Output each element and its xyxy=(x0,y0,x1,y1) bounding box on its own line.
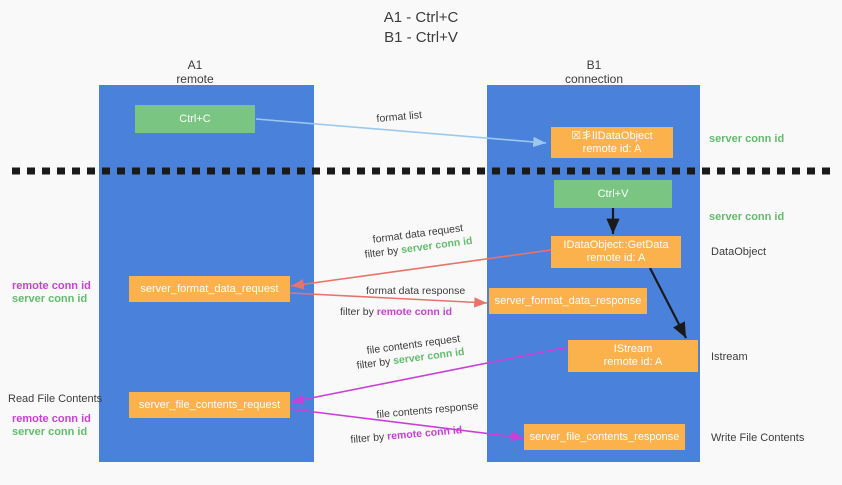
left-label-server-conn-id-1: server conn id xyxy=(12,293,88,305)
edge-label-format-data-response-filter-prefix: filter by xyxy=(340,306,377,318)
node-idataobject-getdata[interactable]: IDataObject::GetData remote id: A xyxy=(551,236,681,268)
left-label-read-file-contents: Read File Contents xyxy=(8,393,103,405)
node-server-format-data-request-label: server_format_data_request xyxy=(140,282,279,295)
edge-label-file-contents-response: file contents response xyxy=(376,400,479,422)
node-server-format-data-response[interactable]: server_format_data_response xyxy=(489,288,647,314)
edge-label-file-contents-response-text: file contents response xyxy=(376,400,479,421)
node-ctrl-c[interactable]: Ctrl+C xyxy=(135,105,255,133)
edge-label-file-contents-request-filter-prefix: filter by xyxy=(356,355,395,372)
node-server-file-contents-response-label: server_file_contents_response xyxy=(529,430,680,443)
edge-label-format-list: format list xyxy=(376,109,422,126)
node-ole-set-clipboard-line-2: remote id: A xyxy=(582,142,642,155)
right-label-dataobject: DataObject xyxy=(711,246,767,258)
node-server-file-contents-request[interactable]: server_file_contents_request xyxy=(129,392,290,418)
lane-header-b1-sub: connection xyxy=(564,72,624,86)
right-label-write-file-contents: Write File Contents xyxy=(711,432,805,444)
page-title-line-2: B1 - Ctrl+V xyxy=(384,29,458,46)
right-label-server-conn-id-1: server conn id xyxy=(709,133,785,145)
node-server-file-contents-response[interactable]: server_file_contents_response xyxy=(524,424,685,450)
right-label-server-conn-id-2: server conn id xyxy=(709,211,785,223)
node-istream[interactable]: IStream remote id: A xyxy=(568,340,698,372)
left-label-remote-conn-id-1: remote conn id xyxy=(12,280,91,292)
node-ctrl-v[interactable]: Ctrl+V xyxy=(554,180,672,208)
page-title-line-1: A1 - Ctrl+C xyxy=(383,9,459,26)
edge-label-file-contents-response-filter-prefix: filter by xyxy=(350,430,388,446)
lane-header-a1-sub: remote xyxy=(176,72,214,86)
edge-label-format-data-response-filter: filter by remote conn id xyxy=(340,306,452,319)
page-title: A1 - Ctrl+C B1 - Ctrl+V xyxy=(0,8,842,48)
edge-label-file-contents-response-filter-key: remote conn id xyxy=(386,424,463,443)
node-server-format-data-response-label: server_format_data_response xyxy=(494,294,642,307)
lane-header-a1: A1 remote xyxy=(115,58,275,86)
node-server-file-contents-request-label: server_file_contents_request xyxy=(138,398,281,411)
node-ole-set-clipboard[interactable]: ☒丯lIDataObject remote id: A xyxy=(551,127,673,158)
edge-label-format-data-request-filter-prefix: filter by xyxy=(364,244,403,261)
node-istream-line-1: IStream xyxy=(613,343,653,355)
node-idataobject-getdata-line-2: remote id: A xyxy=(586,252,646,264)
left-label-remote-conn-id-2: remote conn id xyxy=(12,413,91,425)
left-label-server-conn-id-2: server conn id xyxy=(12,426,88,438)
lane-header-b1-name: B1 xyxy=(586,58,602,72)
right-label-istream: Istream xyxy=(711,351,748,363)
edge-label-file-contents-response-filter: filter by remote conn id xyxy=(350,424,463,447)
node-idataobject-getdata-line-1: IDataObject::GetData xyxy=(563,239,669,251)
node-ctrl-c-label: Ctrl+C xyxy=(179,112,211,125)
edge-label-format-data-response: format data response xyxy=(366,285,465,298)
edge-label-format-data-response-filter-key: remote conn id xyxy=(376,306,453,318)
lane-header-a1-name: A1 xyxy=(187,58,203,72)
node-ole-set-clipboard-line-1: ☒丯lIDataObject xyxy=(571,129,653,142)
lane-header-b1: B1 connection xyxy=(514,58,674,86)
edge-label-format-list-text: format list xyxy=(376,109,423,125)
node-istream-line-2: remote id: A xyxy=(603,356,663,368)
node-ctrl-v-label: Ctrl+V xyxy=(597,187,629,200)
node-server-format-data-request[interactable]: server_format_data_request xyxy=(129,276,290,302)
edge-label-format-data-response-text: format data response xyxy=(366,285,466,297)
